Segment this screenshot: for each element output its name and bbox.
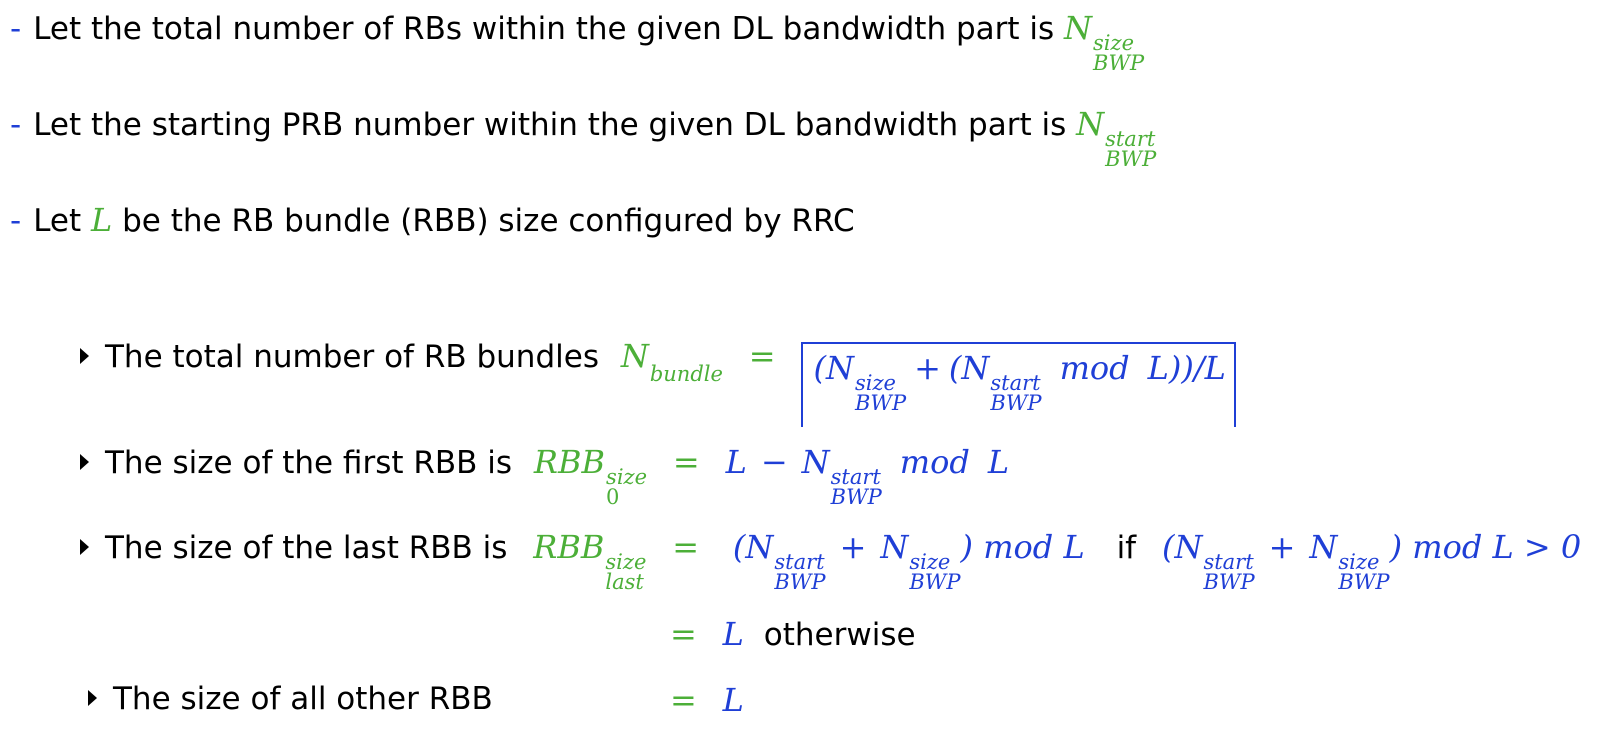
- otherwise-word: otherwise: [763, 617, 916, 653]
- equals-sign: =: [672, 528, 700, 566]
- equals-sign: =: [670, 615, 697, 653]
- intro-line-starting-prb: -Let the starting PRB number within the …: [10, 105, 1157, 171]
- intro-text-after: be the RB bundle (RBB) size configured b…: [122, 203, 855, 239]
- equals-sign: =: [672, 443, 700, 481]
- intro-line-total-rbs: -Let the total number of RBs within the …: [10, 9, 1145, 75]
- dash-bullet: -: [10, 107, 22, 143]
- l-symbol: L: [722, 615, 744, 653]
- triangle-bullet-icon: [80, 454, 89, 470]
- equals-sign: =: [748, 337, 776, 375]
- bullet-text: The size of all other RBB: [113, 681, 493, 717]
- l-symbol: L: [722, 681, 744, 719]
- other-rbb-value: = L: [670, 684, 744, 717]
- intro-line-bundle-size: -Let L be the RB bundle (RBB) size confi…: [10, 204, 855, 237]
- equals-sign: =: [670, 681, 697, 719]
- bullet-other-rbb: The size of all other RBB: [88, 684, 493, 715]
- if-word: if: [1116, 530, 1137, 566]
- triangle-bullet-icon: [80, 348, 89, 364]
- dash-bullet: -: [10, 11, 22, 47]
- bullet-text: The total number of RB bundles: [105, 339, 599, 375]
- dash-bullet: -: [10, 203, 22, 239]
- intro-text: Let the starting PRB number within the g…: [33, 107, 1067, 143]
- triangle-bullet-icon: [80, 539, 89, 555]
- bullet-text: The size of the first RBB is: [105, 445, 513, 481]
- l-symbol: L: [91, 201, 113, 239]
- intro-text: Let the total number of RBs within the g…: [33, 11, 1055, 47]
- bullet-text: The size of the last RBB is: [105, 530, 508, 566]
- intro-text-before: Let: [33, 203, 82, 239]
- triangle-bullet-icon: [88, 690, 97, 706]
- otherwise-line: = L otherwise: [670, 618, 916, 651]
